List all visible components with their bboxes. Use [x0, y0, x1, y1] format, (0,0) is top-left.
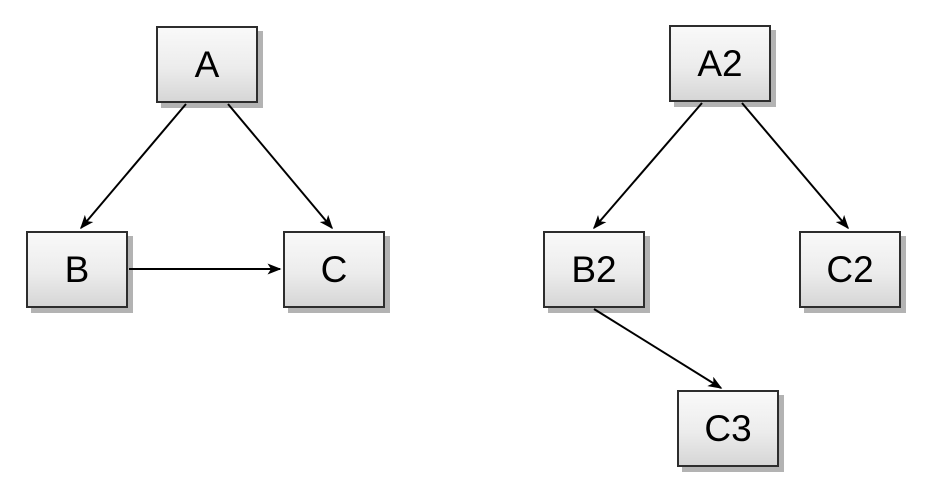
node-C3[interactable]: C3: [677, 390, 779, 467]
node-C[interactable]: C: [283, 231, 385, 308]
node-A-label: A: [194, 44, 220, 85]
edge-B2-to-C3: [593, 308, 723, 389]
edge-A-to-B: [80, 103, 187, 230]
node-C2[interactable]: C2: [799, 231, 901, 308]
edge-A-to-C: [227, 103, 333, 230]
node-B-label: B: [64, 249, 90, 290]
node-C-label: C: [320, 249, 348, 290]
node-C2-label: C2: [826, 249, 874, 290]
node-A2-label: A2: [697, 43, 743, 84]
node-A[interactable]: A: [156, 26, 258, 103]
node-B2[interactable]: B2: [543, 231, 645, 308]
node-A2[interactable]: A2: [669, 25, 771, 102]
edge-A2-to-B2: [593, 102, 703, 230]
node-B[interactable]: B: [26, 231, 128, 308]
node-C3-label: C3: [704, 408, 752, 449]
node-B2-label: B2: [571, 249, 617, 290]
edge-A2-to-C2: [741, 102, 849, 230]
